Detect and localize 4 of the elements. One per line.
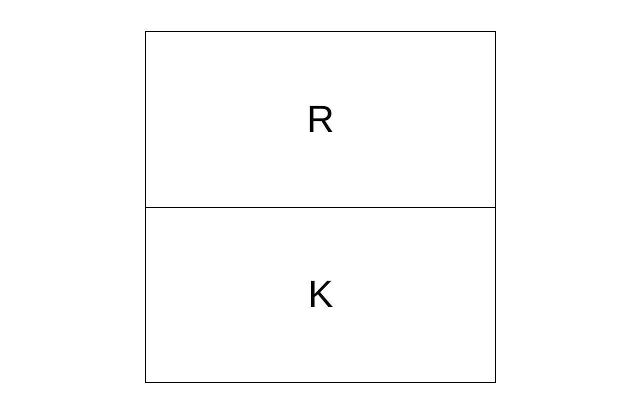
rectangle-box <box>145 207 496 383</box>
box-label: K <box>308 276 334 314</box>
box-label: R <box>306 100 334 138</box>
rectangle-box <box>145 31 496 208</box>
